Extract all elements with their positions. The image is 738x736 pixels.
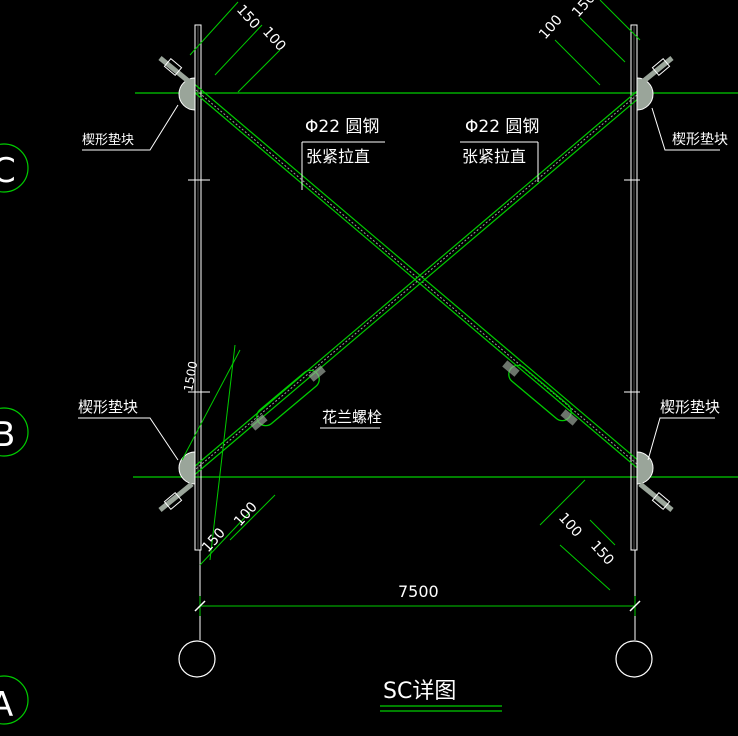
right-column — [630, 24, 638, 640]
axis-bubble-c — [0, 143, 29, 193]
turnbuckle-label: 花兰螺栓 — [322, 408, 382, 426]
axis-bubble-b — [0, 407, 29, 457]
dim-150-top-right: 150 — [569, 0, 599, 21]
wedge-block-bottom-left — [178, 451, 196, 485]
dim-150-top-left: 150 — [233, 2, 263, 33]
drawing-title: SC详图 — [383, 679, 456, 704]
rod-spec-left: Φ22 圆钢 — [305, 117, 379, 137]
dim-150-bottom-left: 150 — [199, 525, 229, 556]
span-dimension — [194, 596, 641, 616]
dim-100-top-left: 100 — [259, 24, 289, 55]
bolt-end-top-left — [158, 56, 194, 86]
wedge-label-top-right: 楔形垫块 — [672, 132, 728, 148]
axis-label-c: C — [0, 151, 16, 191]
bolt-end-bottom-left — [158, 482, 194, 512]
rod-note-left: 张紧拉直 — [306, 147, 370, 166]
dim-1500-left: 1500 — [181, 360, 200, 393]
axis-label-a: A — [0, 685, 13, 725]
dim-100-bottom-left: 100 — [231, 499, 261, 530]
turnbuckle-right — [502, 360, 578, 426]
wedge-block-bottom-right — [636, 451, 654, 485]
rod-spec-right: Φ22 圆钢 — [465, 117, 539, 137]
turnbuckle-left — [250, 365, 326, 431]
rod-diagonal-2 — [187, 86, 647, 478]
left-column — [194, 24, 202, 640]
wedge-label-bottom-right: 楔形垫块 — [660, 398, 720, 416]
bolt-end-top-right — [638, 56, 674, 86]
axis-label-b: B — [0, 415, 15, 455]
dim-100-top-right: 100 — [536, 12, 566, 43]
axis-bubble-a — [0, 675, 29, 725]
span-dimension-text: 7500 — [398, 582, 439, 601]
column-bubble-right — [615, 640, 653, 678]
wedge-label-top-left: 楔形垫块 — [82, 132, 134, 148]
column-bubble-left — [178, 640, 216, 678]
bolt-end-bottom-right — [638, 482, 674, 512]
rod-note-right: 张紧拉直 — [462, 147, 526, 166]
column-brackets — [188, 179, 640, 393]
dimension-lines — [181, 0, 641, 591]
dim-100-bottom-right: 100 — [555, 510, 585, 541]
label-leaders — [78, 104, 720, 461]
wedge-label-bottom-left: 楔形垫块 — [78, 398, 138, 416]
